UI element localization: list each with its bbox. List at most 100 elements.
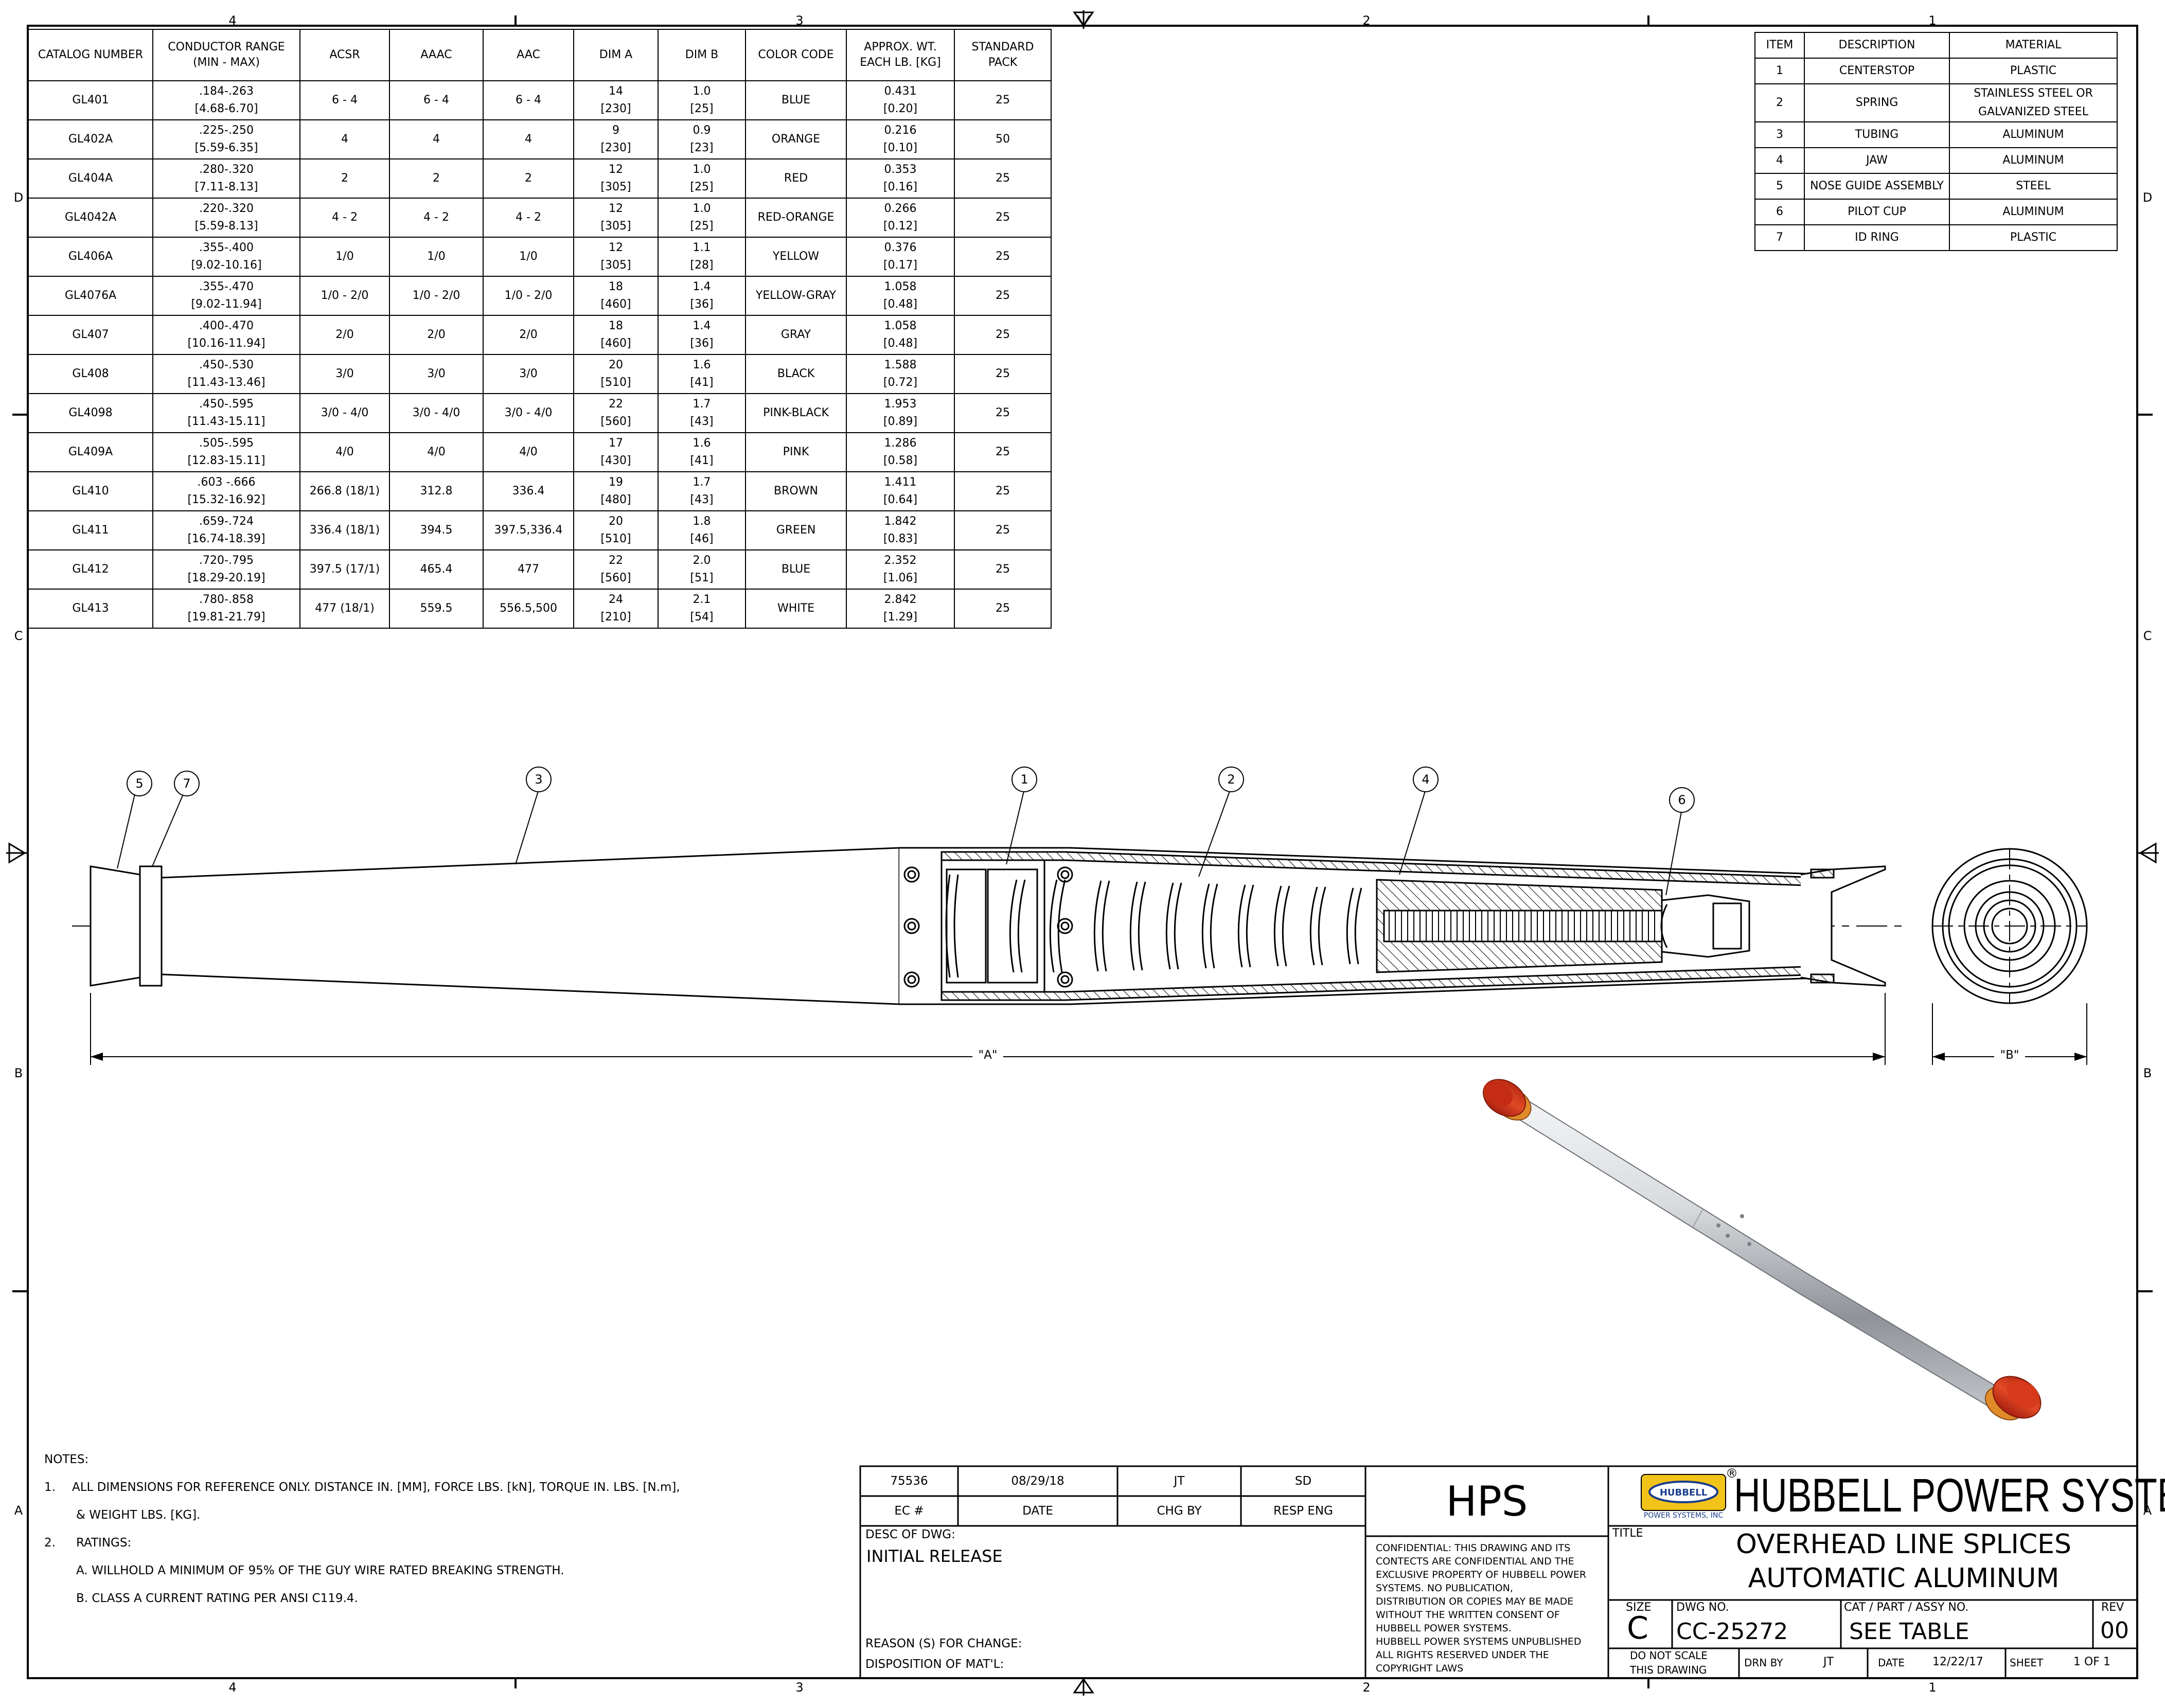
rev-date-label: DATE <box>1022 1504 1053 1518</box>
catalog-cell: .659-.724 [16.74-18.39] <box>152 510 300 550</box>
zone-label-left-a: A <box>14 1503 23 1518</box>
reason-for-change-label: REASON (S) FOR CHANGE: <box>865 1637 1022 1650</box>
rev-ec-value: 75536 <box>890 1474 928 1488</box>
catalog-cell: 18 [460] <box>573 276 659 316</box>
catalog-cell: .450-.595 [11.43-15.11] <box>152 393 300 433</box>
bom-cell: TUBING <box>1804 121 1950 148</box>
catalog-cell: 1.286 [0.58] <box>846 432 955 472</box>
zone-label-left-b: B <box>14 1066 23 1080</box>
catalog-cell: .355-.470 [9.02-11.94] <box>152 276 300 316</box>
catalog-cell: 336.4 <box>483 471 574 511</box>
desc-of-dwg-label: DESC OF DWG: <box>865 1528 955 1541</box>
bom-cell: 5 <box>1754 173 1805 200</box>
dimension-a-label: "A" <box>978 1048 998 1062</box>
catalog-cell: GL406A <box>28 237 153 277</box>
catalog-cell: 397.5,336.4 <box>483 510 574 550</box>
catalog-cell: 1.4 [36] <box>658 276 746 316</box>
catalog-cell: GL407 <box>28 315 153 355</box>
catalog-cell: 3/0 - 4/0 <box>483 393 574 433</box>
catalog-cell: 397.5 (17/1) <box>299 549 390 590</box>
hubbell-logo-text: HUBBELL <box>1659 1487 1708 1498</box>
notes-heading: NOTES: <box>44 1453 89 1466</box>
catalog-cell: GL4098 <box>28 393 153 433</box>
sheet-label: SHEET <box>2010 1657 2044 1669</box>
catalog-col-header: STANDARD PACK <box>954 29 1052 81</box>
bom-cell: 7 <box>1754 224 1805 251</box>
catalog-cell: 18 [460] <box>573 315 659 355</box>
catalog-cell: 556.5,500 <box>483 589 574 629</box>
notes-section: NOTES: 1. ALL DIMENSIONS FOR REFERENCE O… <box>44 1446 680 1612</box>
catalog-cell: 1.058 [0.48] <box>846 315 955 355</box>
catalog-cell: .355-.400 [9.02-10.16] <box>152 237 300 277</box>
bom-cell: SPRING <box>1804 83 1950 122</box>
catalog-cell: 25 <box>954 510 1052 550</box>
catalog-cell: 2 <box>483 158 574 199</box>
catalog-cell: GL401 <box>28 80 153 120</box>
catalog-cell: 1/0 - 2/0 <box>389 276 484 316</box>
catalog-cell: 24 [210] <box>573 589 659 629</box>
sheet-value: 1 OF 1 <box>2073 1656 2110 1668</box>
drawn-by-value: JT <box>1823 1656 1834 1668</box>
catalog-cell: 0.266 [0.12] <box>846 198 955 238</box>
drawing-title-line-1: OVERHEAD LINE SPLICES <box>1735 1529 2072 1560</box>
do-not-scale-note: DO NOT SCALE THIS DRAWING <box>1630 1649 1708 1676</box>
bom-col-header: MATERIAL <box>1949 32 2118 59</box>
splice-section-view <box>72 847 1909 1065</box>
bom-cell: 2 <box>1754 83 1805 122</box>
catalog-cell: 20 [510] <box>573 510 659 550</box>
catalog-cell: PINK <box>745 432 847 472</box>
rev-chg-label: CHG BY <box>1157 1504 1202 1518</box>
catalog-cell: 1.8 [46] <box>658 510 746 550</box>
drawn-by-label: DRN BY <box>1744 1657 1783 1669</box>
catalog-cell: 1.0 [25] <box>658 80 746 120</box>
bom-cell: ID RING <box>1804 224 1950 251</box>
catalog-cell: 9 [230] <box>573 119 659 159</box>
catalog-cell: 2 <box>389 158 484 199</box>
date-value: 12/22/17 <box>1932 1656 1983 1668</box>
zone-label-top-1: 1 <box>1928 13 1937 28</box>
note-2b: B. CLASS A CURRENT RATING PER ANSI C119.… <box>76 1592 358 1605</box>
note-1-text: ALL DIMENSIONS FOR REFERENCE ONLY. DISTA… <box>72 1481 680 1494</box>
title-label: TITLE <box>1612 1527 1643 1540</box>
catalog-cell: 4 - 2 <box>483 198 574 238</box>
catalog-cell: 17 [430] <box>573 432 659 472</box>
rev-chg-value: JT <box>1174 1474 1185 1488</box>
catalog-cell: 3/0 - 4/0 <box>299 393 390 433</box>
catalog-cell: RED <box>745 158 847 199</box>
catalog-cell: 25 <box>954 354 1052 394</box>
catalog-cell: 12 [305] <box>573 198 659 238</box>
catalog-cell: 1.0 [25] <box>658 198 746 238</box>
catalog-cell: YELLOW <box>745 237 847 277</box>
note-1-number: 1. <box>44 1481 56 1494</box>
catalog-cell: 4 - 2 <box>389 198 484 238</box>
catalog-cell: 0.376 [0.17] <box>846 237 955 277</box>
title-block-lines <box>859 1465 2138 1679</box>
catalog-cell: 0.216 [0.10] <box>846 119 955 159</box>
catalog-cell: .220-.320 [5.59-8.13] <box>152 198 300 238</box>
catalog-cell: BLACK <box>745 354 847 394</box>
catalog-row: GL411.659-.724 [16.74-18.39]336.4 (18/1)… <box>28 510 1052 550</box>
rev-value: 00 <box>2100 1617 2129 1644</box>
registered-mark: ® <box>1726 1466 1738 1481</box>
catalog-cell: 50 <box>954 119 1052 159</box>
catalog-cell: 3/0 <box>389 354 484 394</box>
item-balloon-3: 3 <box>526 767 552 792</box>
catalog-cell: 1.4 [36] <box>658 315 746 355</box>
catalog-cell: ORANGE <box>745 119 847 159</box>
catalog-cell: 25 <box>954 393 1052 433</box>
item-balloon-2: 2 <box>1218 767 1244 792</box>
catalog-cell: 4/0 <box>389 432 484 472</box>
zone-label-bottom-4: 4 <box>228 1680 237 1695</box>
catalog-col-header: AAAC <box>389 29 484 81</box>
cat-part-label: CAT / PART / ASSY NO. <box>1844 1601 1969 1614</box>
